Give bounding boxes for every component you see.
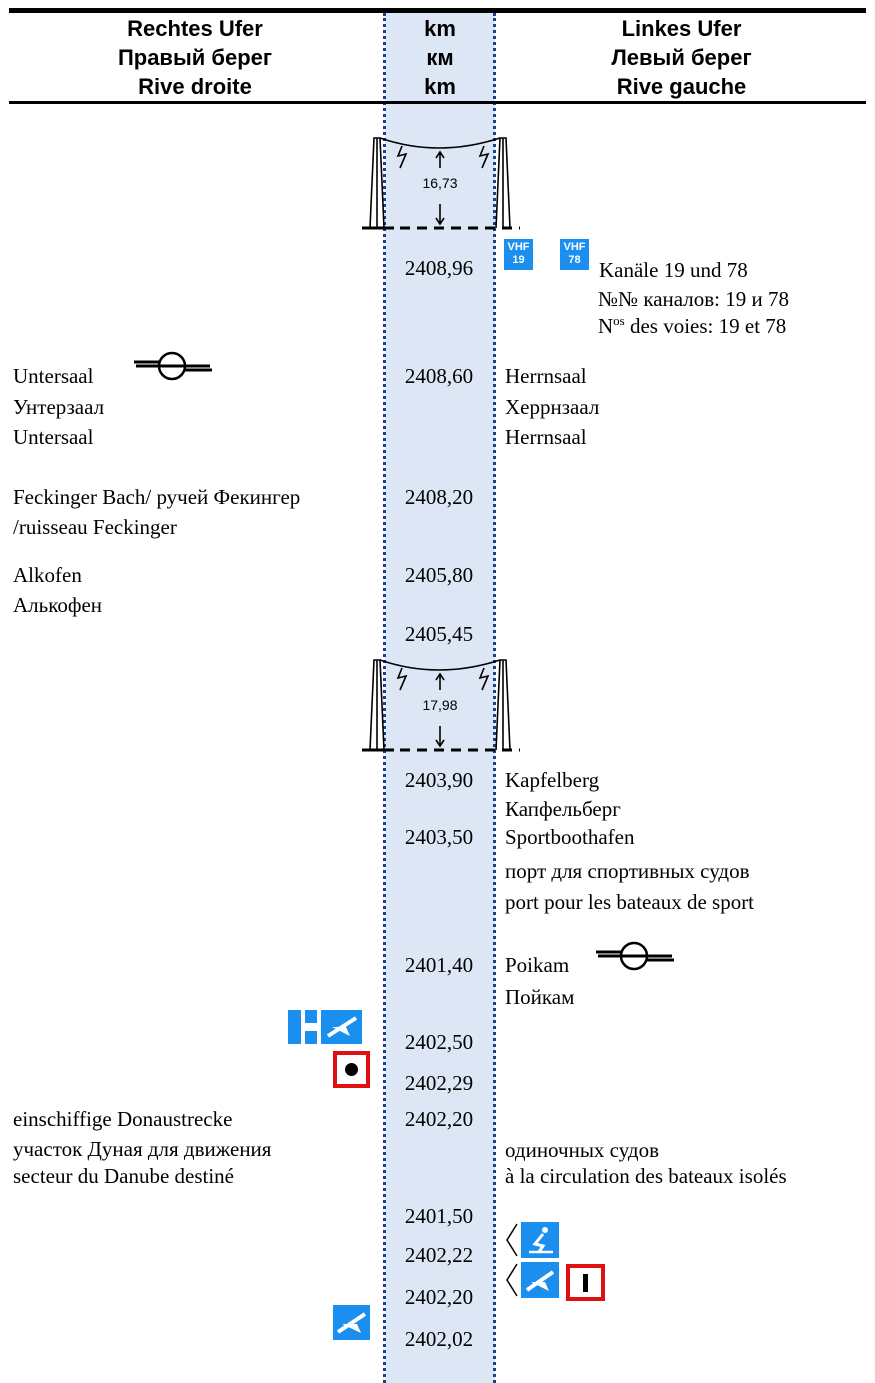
vhf-text-ru: №№ каналов: 19 и 78 (598, 287, 789, 311)
km-value: 2405,80 (404, 563, 474, 587)
top-rule (9, 8, 866, 13)
header-left-bank-de: Linkes Ufer (621, 16, 742, 41)
vhf-text-fr: Nos des voies: 19 et 78 (598, 313, 787, 338)
km-value: 2402,20 (404, 1107, 474, 1131)
km-value: 2402,22 (404, 1243, 474, 1267)
km-value: 2403,50 (404, 825, 474, 849)
km-value: 2402,02 (404, 1327, 474, 1351)
header-left-bank-ru: Левый берег (611, 45, 752, 70)
feckinger-line1: Feckinger Bach/ ручей Фекингер (13, 485, 301, 509)
bridge-clearance-label: 17,98 (422, 697, 457, 713)
header-left-bank-fr: Rive gauche (616, 74, 747, 99)
km-value: 2401,40 (404, 953, 474, 977)
header-rule (9, 101, 866, 104)
herrnsaal-de: Herrnsaal (505, 364, 587, 388)
bridge-clearance-label: 16,73 (422, 175, 457, 191)
header-km-ru: км (426, 45, 454, 70)
km-value: 2408,20 (404, 485, 474, 509)
km-value: 2403,90 (404, 768, 474, 792)
untersaal-de: Untersaal (13, 364, 94, 388)
km-value: 2405,45 (404, 622, 474, 646)
header-right-bank-ru: Правый берег (117, 45, 273, 70)
water-ski-sign-icon (506, 1222, 559, 1258)
einschiff-de: einschiffige Donaustrecke (13, 1107, 233, 1131)
sportboot-de: Sportboothafen (505, 825, 635, 849)
sportboot-fr: port pour les bateaux de sport (505, 890, 755, 914)
poikam-de: Poikam (505, 953, 570, 977)
km-column-left-border (383, 13, 386, 1383)
header-km-fr: km (424, 74, 456, 99)
herrnsaal-ru: Херрнзаал (505, 395, 600, 419)
ferry-cable-icon (134, 351, 212, 381)
sportboot-ru: порт для спортивных судов (505, 859, 750, 883)
ferry-cable-icon (596, 941, 674, 971)
herrnsaal-fr: Herrnsaal (505, 425, 587, 449)
header-right-bank: Rechtes Ufer Правый берег Rive droite (9, 14, 381, 101)
einschiff-ru: участок Дуная для движения (13, 1137, 272, 1161)
km-column-header-band (385, 13, 495, 101)
km-column-right-border (493, 13, 496, 1383)
feckinger-line2: /ruisseau Feckinger (13, 515, 177, 539)
untersaal-ru: Унтерзаал (13, 395, 105, 419)
kapfelberg-ru: Капфельберг (505, 797, 621, 821)
vhf-text-de: Kanäle 19 und 78 (599, 258, 748, 282)
header-right-bank-fr: Rive droite (138, 74, 252, 99)
einschiff-ru-cont: одиночных судов (505, 1138, 659, 1162)
km-value: 2408,96 (404, 256, 474, 280)
berthing-sign-icon (288, 1010, 362, 1044)
km-value: 2402,50 (404, 1030, 474, 1054)
poikam-ru: Пойкам (505, 985, 575, 1009)
red-bar-sign-icon (566, 1264, 605, 1301)
red-dot-sign-icon (333, 1051, 370, 1088)
overhead-power-line-icon: 17,98 (362, 659, 520, 752)
anchorage-sign-icon (333, 1305, 370, 1340)
einschiff-fr-cont: à la circulation des bateaux isolés (505, 1164, 787, 1188)
km-value: 2408,60 (404, 364, 474, 388)
alkofen-ru: Алькофен (13, 593, 103, 617)
km-value: 2402,29 (404, 1071, 474, 1095)
untersaal-fr: Untersaal (13, 425, 94, 449)
anchorage-sign-icon (506, 1262, 559, 1298)
km-value: 2402,20 (404, 1285, 474, 1309)
kapfelberg-de: Kapfelberg (505, 768, 600, 792)
einschiff-fr: secteur du Danube destiné (13, 1164, 235, 1188)
header-right-bank-de: Rechtes Ufer (127, 16, 263, 41)
header-km-de: km (424, 16, 456, 41)
header-km: km км km (386, 14, 494, 101)
km-value: 2401,50 (404, 1204, 474, 1228)
alkofen-de: Alkofen (13, 563, 82, 587)
header-left-bank: Linkes Ufer Левый берег Rive gauche (497, 14, 866, 101)
overhead-power-line-icon: 16,73 (362, 137, 520, 230)
